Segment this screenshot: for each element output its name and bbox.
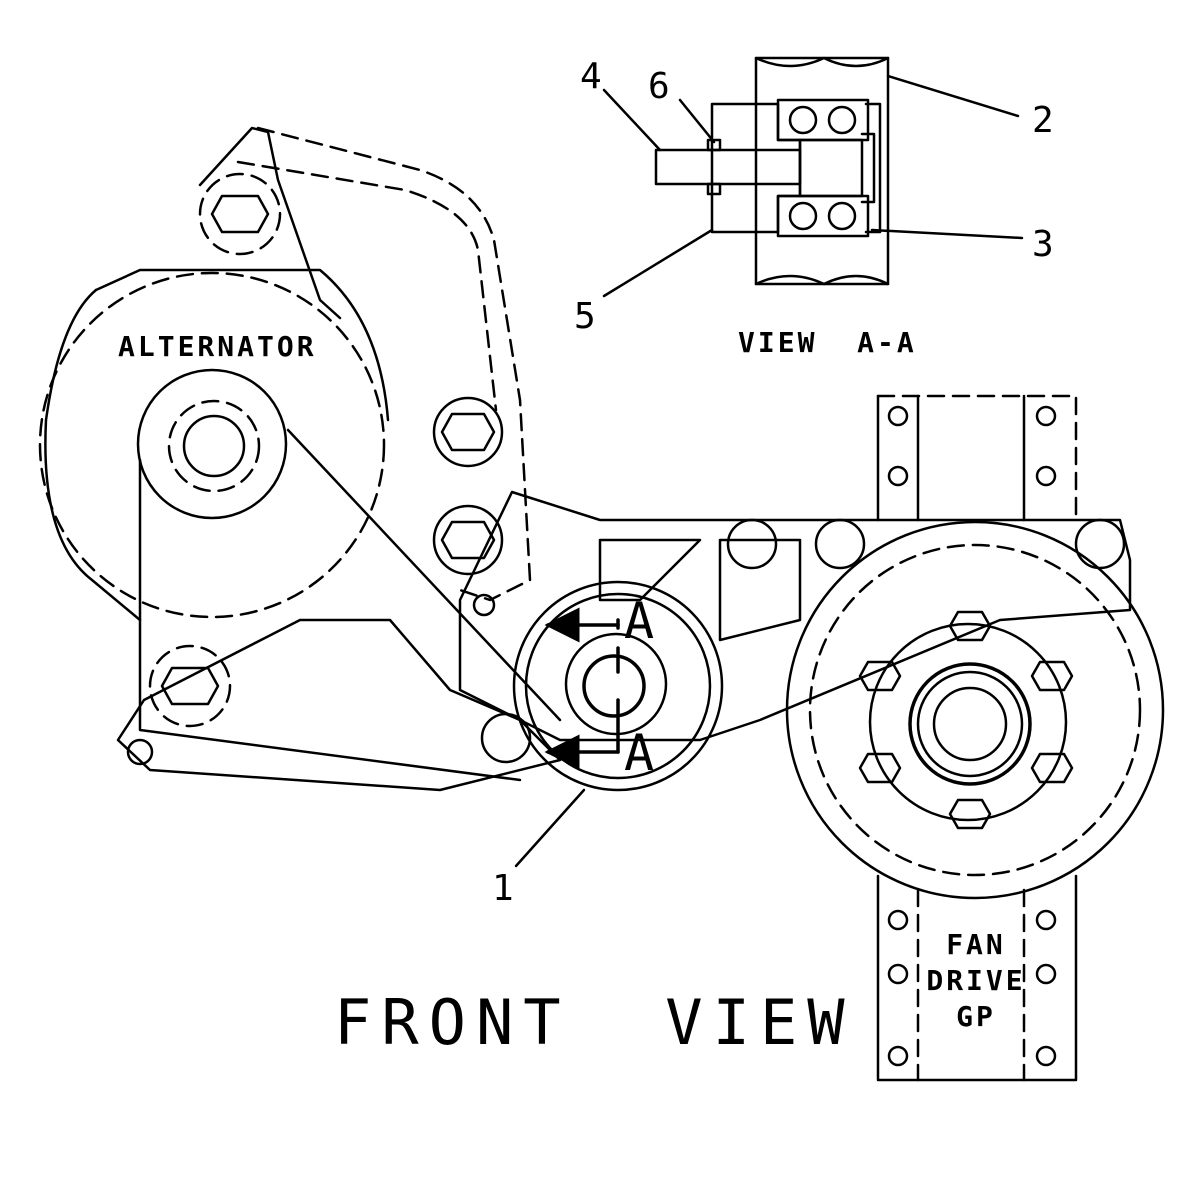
section-mark-upper: A — [624, 592, 654, 650]
leader-2 — [886, 74, 1020, 118]
mounting-plate — [458, 394, 1132, 742]
fan-drive — [785, 520, 1165, 1082]
fan-drive-label-line2: DRIVE — [926, 964, 1025, 997]
leader-5 — [602, 228, 714, 298]
callout-4: 4 — [580, 56, 602, 97]
idler-hub — [564, 632, 668, 736]
fan-drive-pulley — [785, 520, 1165, 900]
alternator-label: ALTERNATOR — [118, 330, 317, 363]
leader-3 — [870, 228, 1024, 240]
pivot-hole — [126, 738, 154, 766]
alternator — [38, 126, 562, 792]
bolt-upper-alt — [198, 172, 282, 256]
bolt-lower-alt — [148, 644, 232, 728]
callout-1: 1 — [492, 868, 514, 909]
section-mark-lower: A — [624, 724, 654, 782]
callout-2: 2 — [1032, 100, 1054, 141]
alternator-pulley — [136, 368, 288, 520]
section-view-aa — [602, 56, 1024, 298]
drive-belt — [286, 428, 562, 722]
idler-pulley — [512, 580, 724, 868]
leader-4 — [602, 88, 662, 152]
alternator-body — [38, 271, 386, 619]
fan-drive-hub — [868, 622, 1068, 822]
callout-5: 5 — [574, 296, 596, 337]
leader-1 — [514, 788, 586, 868]
callout-3: 3 — [1032, 224, 1054, 265]
bolt-4 — [654, 148, 802, 186]
fan-drive-label-line1: FAN — [946, 928, 1006, 961]
washer-6 — [706, 138, 722, 152]
cap-seal — [864, 102, 882, 234]
front-view-title: FRONT VIEW — [334, 986, 855, 1059]
view-aa-label: VIEW A-A — [738, 326, 917, 359]
pulley-rim-section — [754, 56, 890, 286]
fan-drive-label-line3: GP — [956, 1000, 996, 1033]
bearing-bore — [798, 138, 864, 198]
leader-6 — [678, 98, 716, 144]
spacer-hub — [710, 102, 802, 234]
callout-6: 6 — [648, 66, 670, 107]
idler-pulley-outer — [512, 580, 724, 792]
